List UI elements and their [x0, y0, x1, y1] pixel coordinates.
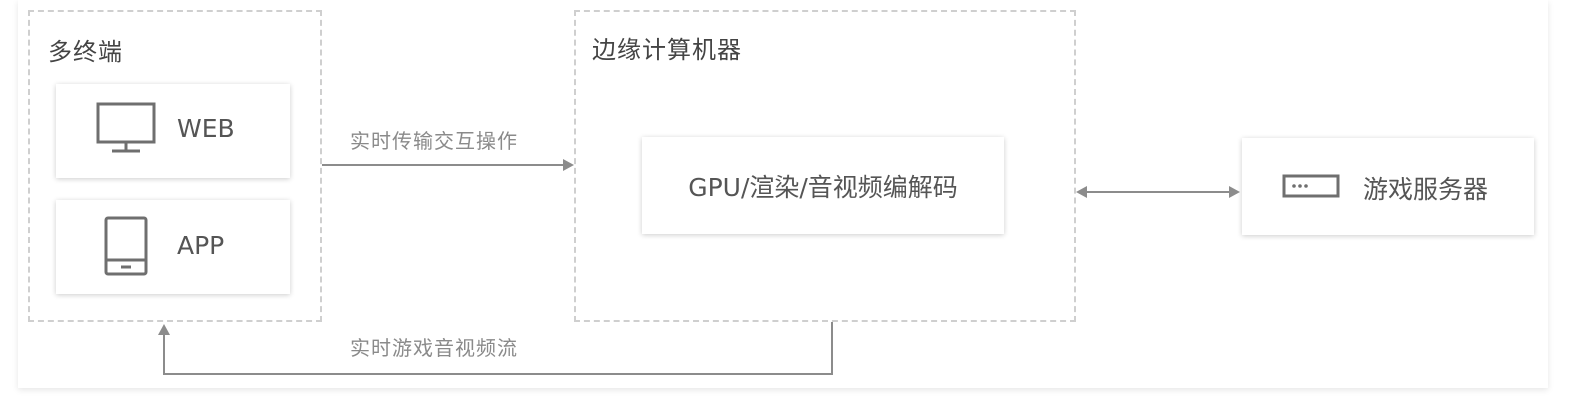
gpu-label: GPU/渲染/音视频编解码	[688, 172, 958, 202]
gpu-card: GPU/渲染/音视频编解码	[642, 137, 1004, 234]
terminals-title: 多终端	[48, 38, 123, 66]
game-server-label: 游戏服务器	[1363, 175, 1489, 204]
app-card: APP	[56, 200, 290, 294]
app-label: APP	[177, 231, 225, 260]
input-arrow-head	[563, 159, 574, 171]
game-server-card: 游戏服务器	[1242, 138, 1534, 235]
input-edge-label: 实时传输交互操作	[350, 129, 518, 153]
edge-machine-group	[574, 10, 1076, 322]
monitor-icon	[96, 102, 156, 153]
stream-edge-label: 实时游戏音视频流	[350, 336, 518, 360]
web-card: WEB	[56, 84, 290, 178]
server-icon	[1282, 174, 1340, 198]
terminals-group	[28, 10, 322, 322]
edge-machine-title: 边缘计算机器	[592, 36, 742, 64]
server-link-head-right	[1229, 186, 1240, 198]
server-link-head-left	[1076, 186, 1087, 198]
stream-arrow-line	[163, 322, 833, 375]
tablet-icon	[104, 216, 148, 276]
web-label: WEB	[177, 114, 235, 143]
stream-arrow-head	[158, 324, 170, 335]
